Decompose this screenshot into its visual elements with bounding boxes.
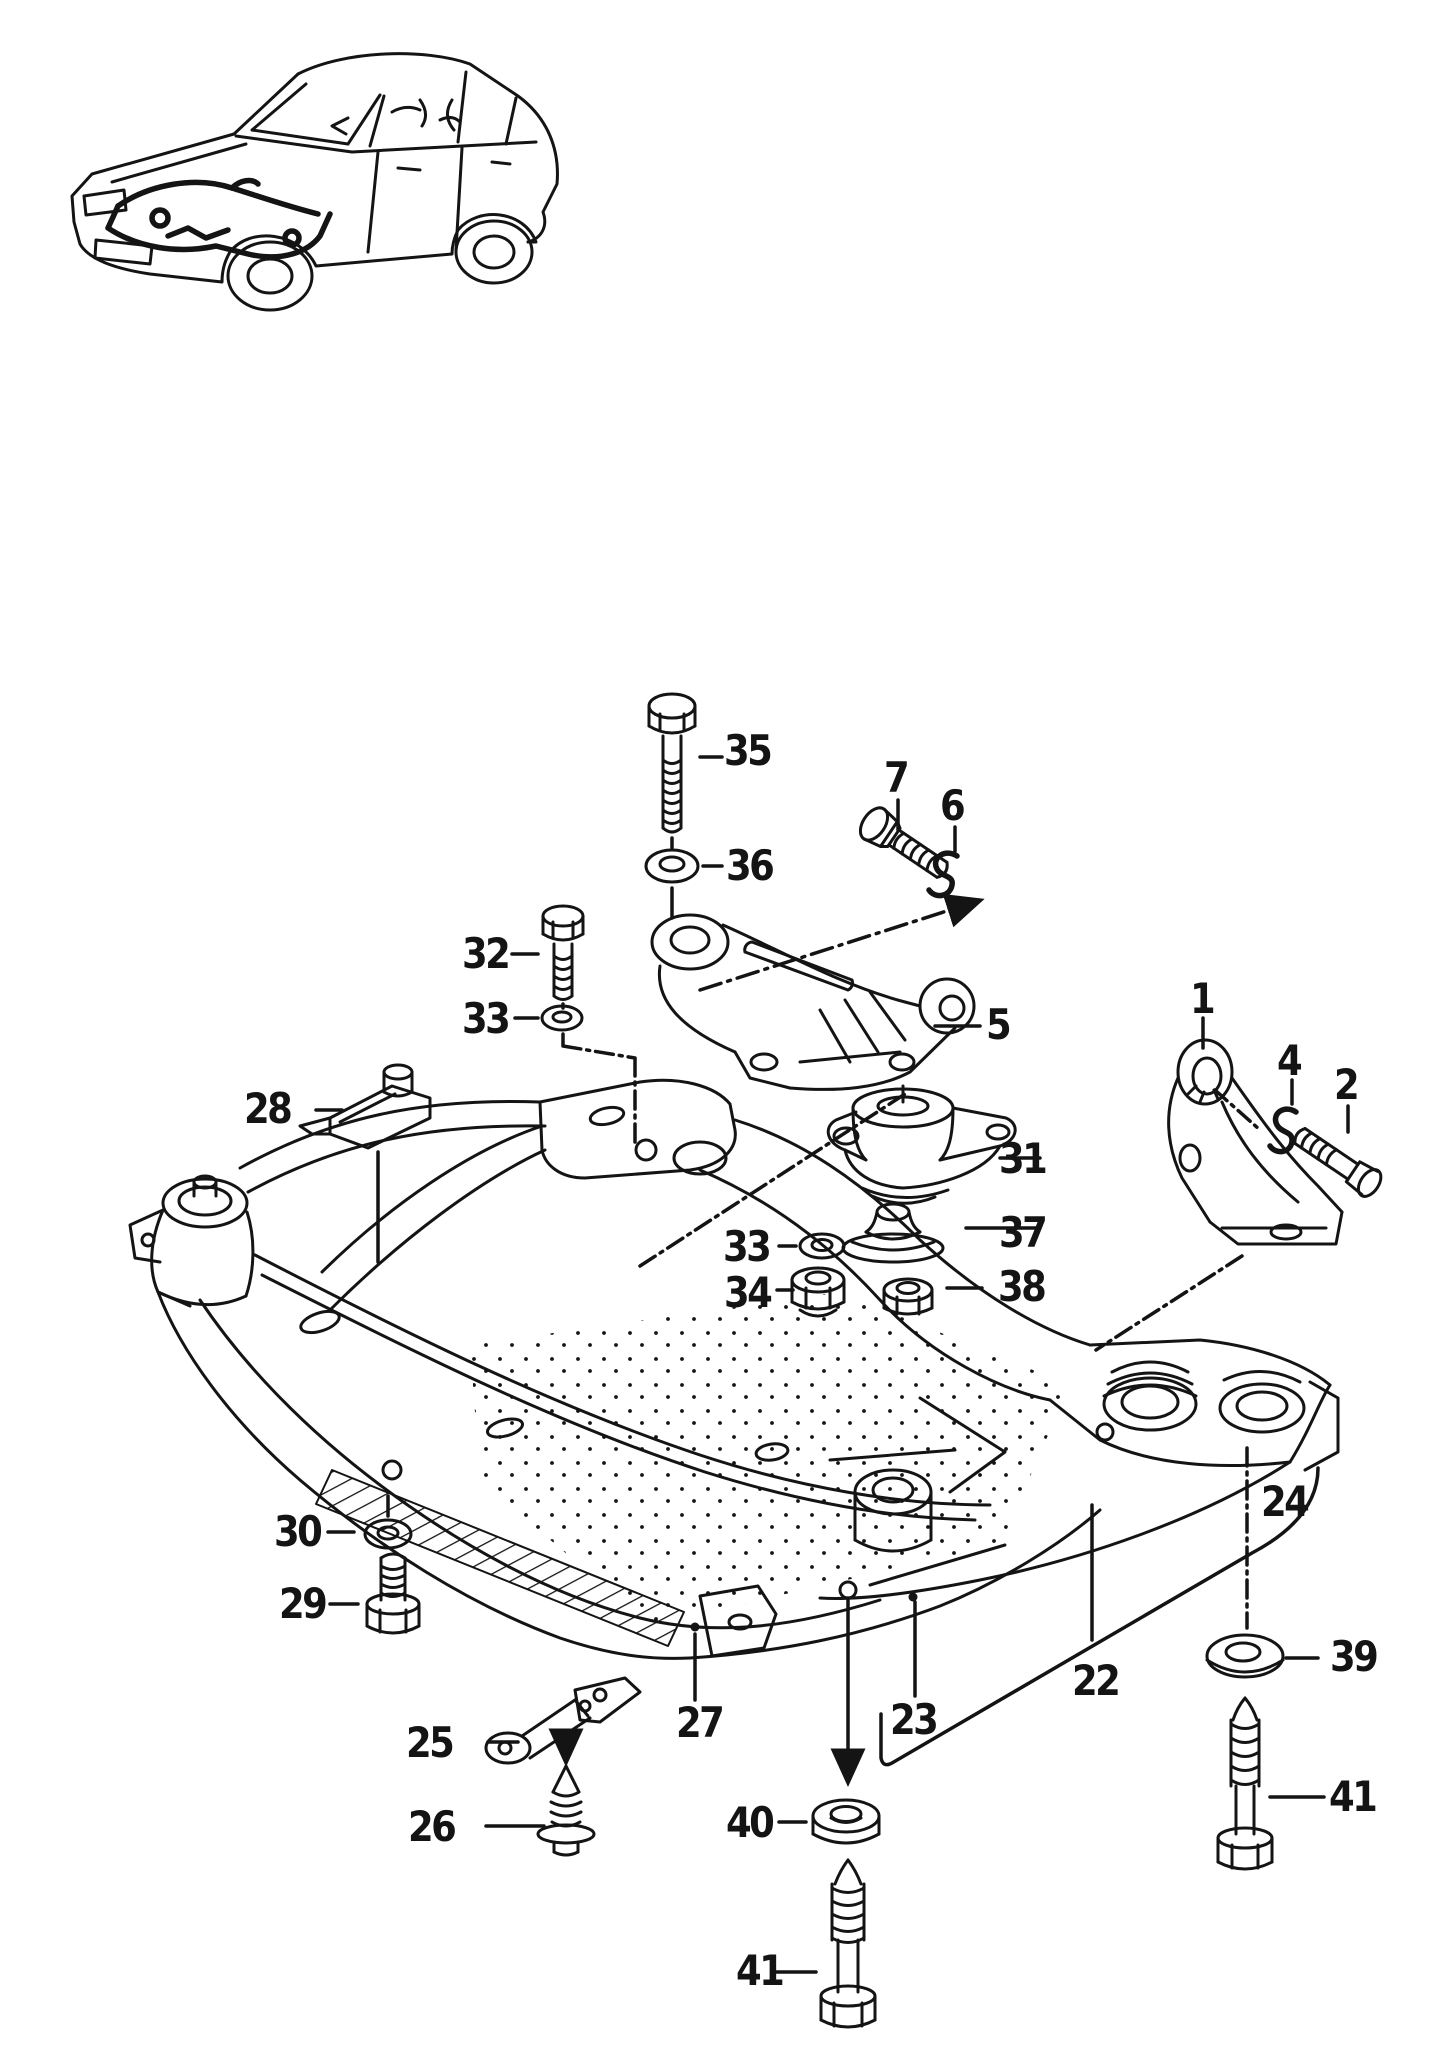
callout-35: 35 <box>724 726 773 775</box>
hex-bolt-35 <box>647 692 697 834</box>
stud-bolt-41-right <box>1216 1696 1274 1871</box>
callout-23: 23 <box>890 1695 939 1744</box>
callout-2: 2 <box>1334 1060 1360 1109</box>
stippled-skid-plate <box>470 1292 1070 1625</box>
callout-29: 29 <box>279 1579 328 1628</box>
support-bracket-5 <box>650 913 976 1091</box>
hex-nut-38 <box>882 1277 934 1316</box>
leader-lines <box>314 755 1350 1974</box>
hex-bolt-32 <box>541 904 585 1001</box>
hex-bolt-29 <box>365 1552 421 1635</box>
highlighted-subframe-in-car <box>105 177 333 260</box>
callout-37: 37 <box>999 1208 1048 1257</box>
callout-31: 31 <box>999 1134 1048 1183</box>
callout-24: 24 <box>1261 1477 1310 1526</box>
callout-41-bottom: 41 <box>736 1946 785 1995</box>
washer-33-lower <box>798 1232 846 1260</box>
callout-32: 32 <box>462 929 511 978</box>
car-thumbnail <box>70 52 559 312</box>
s-clip-4 <box>1267 1106 1299 1155</box>
callout-38: 38 <box>998 1262 1047 1311</box>
stud-bolt-41-bottom <box>819 1858 877 2029</box>
tapping-screw-26 <box>536 1764 596 1857</box>
stop-bracket-1 <box>1167 1038 1344 1246</box>
callout-34: 34 <box>724 1268 773 1317</box>
engine-mount-31 <box>826 1084 1017 1205</box>
callout-26: 26 <box>408 1802 457 1851</box>
callout-4: 4 <box>1277 1036 1303 1085</box>
s-clip-6 <box>926 850 960 899</box>
callout-7: 7 <box>884 753 910 802</box>
washer-33-upper <box>540 1004 584 1032</box>
callout-33-lower: 33 <box>723 1222 772 1271</box>
callout-22: 22 <box>1072 1656 1121 1705</box>
callout-27: 27 <box>676 1698 725 1747</box>
callout-28: 28 <box>244 1084 293 1133</box>
washer-39 <box>1205 1633 1285 1679</box>
callout-36: 36 <box>726 841 775 890</box>
washer-36 <box>644 848 700 884</box>
hex-bolt-2 <box>1293 1127 1383 1198</box>
washer-30 <box>363 1518 413 1550</box>
callout-40: 40 <box>726 1798 775 1847</box>
callout-30: 30 <box>274 1507 323 1556</box>
callout-5: 5 <box>986 1000 1012 1049</box>
subframe-body <box>128 1078 1340 1660</box>
callout-25: 25 <box>406 1718 455 1767</box>
callout-33-upper: 33 <box>462 994 511 1043</box>
ribbed-strip <box>315 1469 685 1647</box>
hex-nut-34 <box>790 1266 846 1318</box>
callout-41-right: 41 <box>1329 1772 1378 1821</box>
clamp-28 <box>298 1063 432 1150</box>
retainer-bracket-25 <box>484 1676 642 1765</box>
callout-6: 6 <box>940 781 966 830</box>
callout-39: 39 <box>1330 1632 1379 1681</box>
hex-bolt-7 <box>858 806 949 879</box>
washer-40 <box>811 1798 881 1845</box>
callout-1: 1 <box>1190 974 1216 1023</box>
